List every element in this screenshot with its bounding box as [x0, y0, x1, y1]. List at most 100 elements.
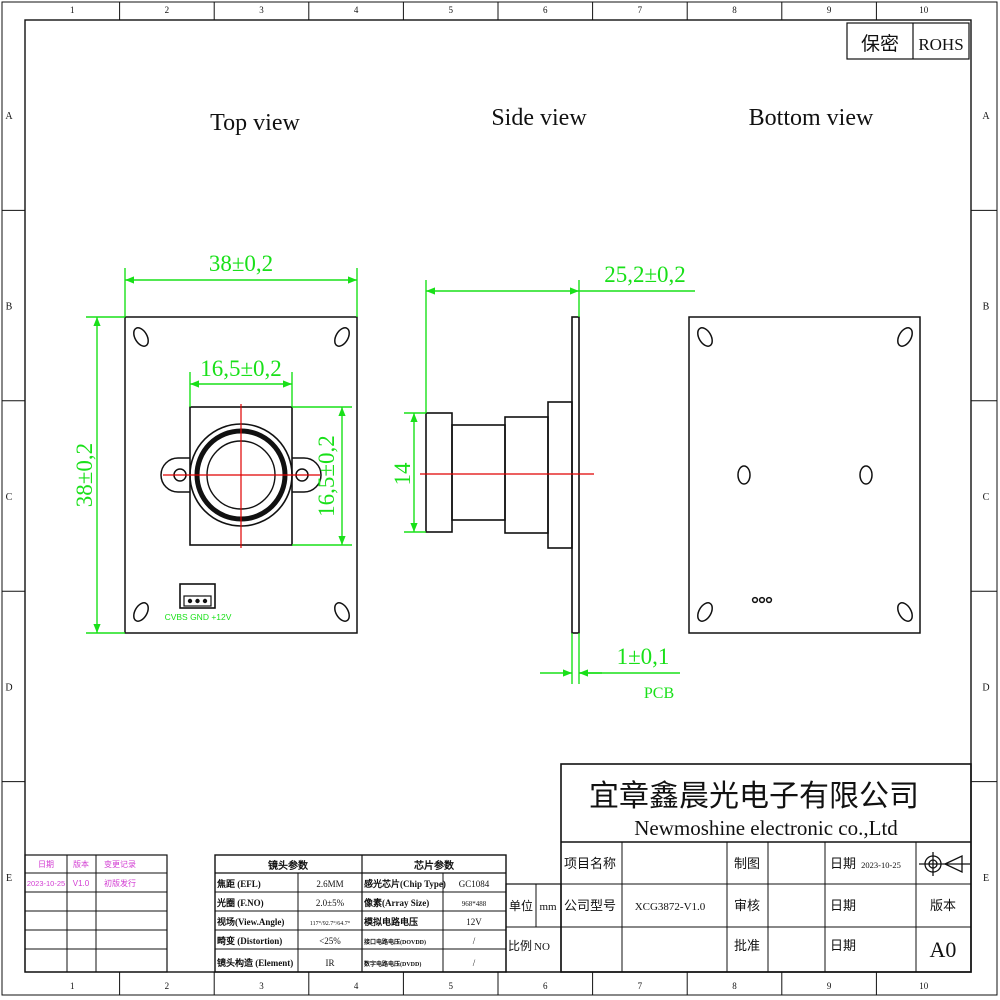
date-label-1: 日期 [830, 856, 856, 871]
top-width-label: 38±0,2 [209, 251, 273, 276]
grid-column-label: 4 [354, 5, 359, 15]
rev-header-date: 日期 [38, 860, 54, 869]
rev-row-version: V1.0 [73, 879, 90, 888]
chip-param-name: 像素(Array Size) [363, 897, 429, 908]
secret-label: 保密 [861, 33, 899, 55]
grid-column-label: 6 [543, 5, 548, 15]
version-label: 版本 [930, 898, 956, 913]
bottom-pcb-outline [688, 316, 921, 634]
chip-param-value: 968*488 [462, 900, 487, 908]
grid-column-label: 10 [919, 5, 929, 15]
parameters-table: 镜头参数 芯片参数 [214, 854, 507, 973]
chip-param-cells: 感光芯片(Chip Type) GC1084 像素(Array Size) 968*4… [363, 878, 490, 968]
grid-column-label: 7 [638, 5, 643, 15]
lens-params-title: 镜头参数 [268, 859, 309, 872]
top-width-dimension: 38±0,2 [124, 251, 358, 317]
chip-param-value: / [473, 936, 476, 946]
lens-barrel-front [425, 412, 453, 533]
grid-column-label: 1 [70, 981, 75, 991]
grid-row-label: A [5, 111, 13, 122]
grid-column-label: 3 [259, 981, 264, 991]
grid-column-label: 5 [448, 981, 453, 991]
pcb-thickness-label: 1±0,1 [617, 644, 670, 669]
model-label: 公司型号 [564, 898, 616, 913]
bottom-view [688, 316, 921, 634]
connector-pin-labels: CVBS GND +12V [165, 612, 232, 622]
grid-row-label: A [982, 111, 990, 122]
grid-column-label: 7 [638, 981, 643, 991]
top-view: CVBS GND +12V 38±0,2 38±0,2 16,5±0,2 16,… [72, 251, 358, 634]
lens-holder-side [547, 401, 573, 549]
unit-label: 单位 [509, 898, 533, 913]
drawn-label: 制图 [734, 856, 760, 871]
lens-param-name: 畸变 (Distortion) [217, 935, 282, 946]
side-length-dimension: 25,2±0,2 [425, 262, 695, 413]
lens-height-dimension: 16,5±0,2 [292, 406, 352, 546]
grid-column-label: 8 [732, 5, 737, 15]
grid-column-label: 1 [70, 5, 75, 15]
lens-param-name: 镜头构造 (Element) [217, 957, 293, 968]
rohs-label: ROHS [918, 35, 963, 54]
grid-row-label: E [983, 873, 989, 884]
pcb-label: PCB [644, 685, 674, 702]
lens-param-value: 117°/92.7°/64.7° [310, 920, 351, 927]
rev-row-change: 初版发行 [104, 878, 136, 888]
rev-header-version: 版本 [73, 859, 89, 869]
top-height-label: 38±0,2 [72, 443, 97, 507]
top-height-dimension: 38±0,2 [72, 316, 125, 634]
chip-param-value: GC1084 [459, 879, 490, 889]
bottom-view-title: Bottom view [749, 105, 874, 131]
rev-header-changes: 变更记录 [104, 859, 136, 869]
lens-width-dimension: 16,5±0,2 [189, 356, 293, 407]
chip-param-name: 感光芯片(Chip Type) [364, 878, 446, 889]
top-mounting-holes [133, 327, 350, 622]
grid-column-label: 10 [919, 981, 929, 991]
approve-label: 批准 [734, 938, 760, 953]
chip-param-name: 接口电路电压(DOVDD) [363, 938, 426, 946]
scale-value: NO [534, 941, 550, 953]
lens-param-value: 2.0±5% [316, 898, 345, 908]
date-label-3: 日期 [830, 938, 856, 953]
company-name-en: Newmoshine electronic co.,Ltd [634, 816, 898, 840]
lens-param-value: <25% [319, 936, 341, 946]
grid-column-label: 9 [827, 5, 832, 15]
side-pcb [571, 316, 580, 634]
grid-row-label: B [6, 302, 13, 313]
model-value: XCG3872-V1.0 [635, 901, 706, 913]
chip-param-value: 12V [466, 917, 482, 927]
project-label: 项目名称 [564, 856, 616, 871]
lens-width-label: 16,5±0,2 [200, 356, 282, 381]
grid-column-label: 5 [448, 5, 453, 15]
grid-column-label: 2 [165, 981, 170, 991]
top-view-title: Top view [210, 110, 300, 136]
bottom-mounting-holes [697, 327, 913, 622]
top-pcb-outline [124, 316, 358, 634]
scale-label: 比例 [508, 939, 532, 953]
grid-column-label: 8 [732, 981, 737, 991]
connector: CVBS GND +12V [165, 583, 232, 622]
lens-param-name: 焦距 (EFL) [216, 878, 261, 889]
header-block: 保密 ROHS [846, 22, 970, 60]
company-name-cn: 宜章鑫晨光电子有限公司 [589, 780, 919, 813]
grid-row-label: E [6, 873, 12, 884]
rev-row-date: 2023-10-25 [27, 879, 65, 888]
grid-row-label: C [983, 492, 990, 503]
lens-holder [160, 404, 322, 548]
side-view: 25,2±0,2 14 1±0,1 PCB [390, 262, 695, 702]
grid-column-label: 9 [827, 981, 832, 991]
pcb-thickness-dimension: 1±0,1 PCB [540, 633, 680, 702]
lens-param-name: 视场(View.Angle) [217, 916, 284, 927]
lens-height-label: 16,5±0,2 [314, 435, 339, 517]
grid-column-label: 4 [354, 981, 359, 991]
grid-row-label: D [5, 682, 12, 693]
side-length-label: 25,2±0,2 [604, 262, 686, 287]
revision-table: 日期 版本 变更记录 2023-10-25 V1.0 初版发行 [24, 854, 168, 973]
grid-row-label: D [982, 682, 989, 693]
chip-param-name: 数字电路电压(DVDD) [364, 960, 421, 968]
grid-row-label: B [983, 302, 990, 313]
